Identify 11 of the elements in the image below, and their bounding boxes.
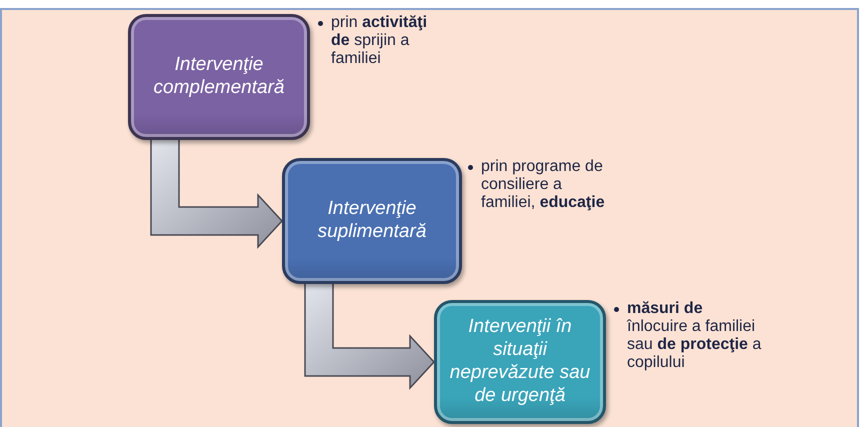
box-label: Intervenţie suplimentară (316, 198, 428, 244)
block-arrow (150, 137, 284, 249)
process-box (434, 300, 606, 424)
process-box (128, 14, 310, 140)
bullet-text: prin programe de consiliere a familiei, educaţie (481, 158, 606, 212)
process-box (282, 158, 462, 284)
bullet-text: măsuri de înlocuire a familiei sau de protecţie a copilului (627, 300, 762, 372)
box-label: Intervenţii în situaţii neprevăzute sau de urgenţă (449, 316, 591, 408)
bullet-text: prin activităţi de sprijin a familiei (331, 14, 428, 68)
box-label: Intervenţie complementară (152, 54, 286, 100)
block-arrow (304, 281, 436, 390)
